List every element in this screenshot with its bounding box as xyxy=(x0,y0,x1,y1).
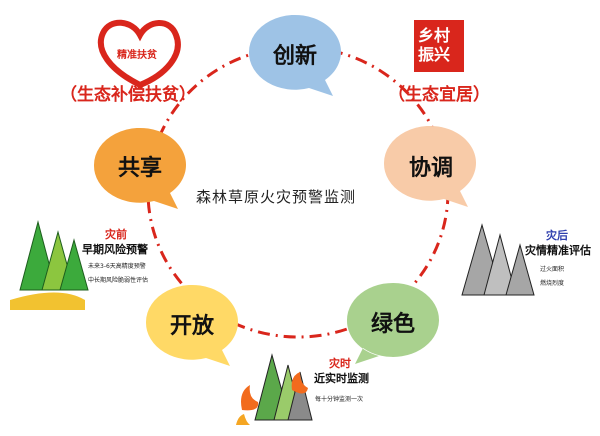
left-caption: （生态补偿扶贫） xyxy=(60,85,196,105)
center-title: 森林草原火灾预警监测 xyxy=(196,188,357,206)
concept-sharing: 共享 xyxy=(117,156,162,181)
seal-logo-text: 乡村振兴 xyxy=(418,26,451,64)
speech-bubble xyxy=(93,127,186,209)
during-title: 近实时监测 xyxy=(314,372,369,385)
concept-coordination: 协调 xyxy=(408,156,453,181)
after-title: 灾情精准评估 xyxy=(525,244,591,257)
right-caption: （生态宜居） xyxy=(388,85,490,105)
speech-bubble xyxy=(383,125,476,207)
gray-trees-illustration xyxy=(461,223,535,296)
speech-bubble xyxy=(248,14,341,96)
during-tag: 灾时 xyxy=(329,357,351,370)
burning-trees-illustration xyxy=(236,353,313,425)
concept-green: 绿色 xyxy=(370,312,415,337)
concept-openness: 开放 xyxy=(169,314,214,339)
heart-logo xyxy=(97,19,181,89)
during-line-1: 每十分钟监测一次 xyxy=(315,396,364,403)
green-trees-illustration xyxy=(10,220,89,310)
before-line-1: 未来3-6天高精度预警 xyxy=(88,263,146,270)
after-line-2: 燃烧烈度 xyxy=(540,280,565,287)
before-tag: 灾前 xyxy=(105,228,127,241)
concept-innovation: 创新 xyxy=(272,44,317,69)
speech-bubble xyxy=(346,282,439,364)
before-title: 早期风险预警 xyxy=(82,243,148,256)
after-tag: 灾后 xyxy=(546,229,568,242)
after-line-1: 过火面积 xyxy=(540,266,565,273)
speech-bubble xyxy=(145,284,238,366)
before-line-2: 中长期风险脆弱性评估 xyxy=(88,277,149,284)
heart-logo-text: 精准扶贫 xyxy=(117,50,157,61)
seal-logo xyxy=(414,20,464,72)
